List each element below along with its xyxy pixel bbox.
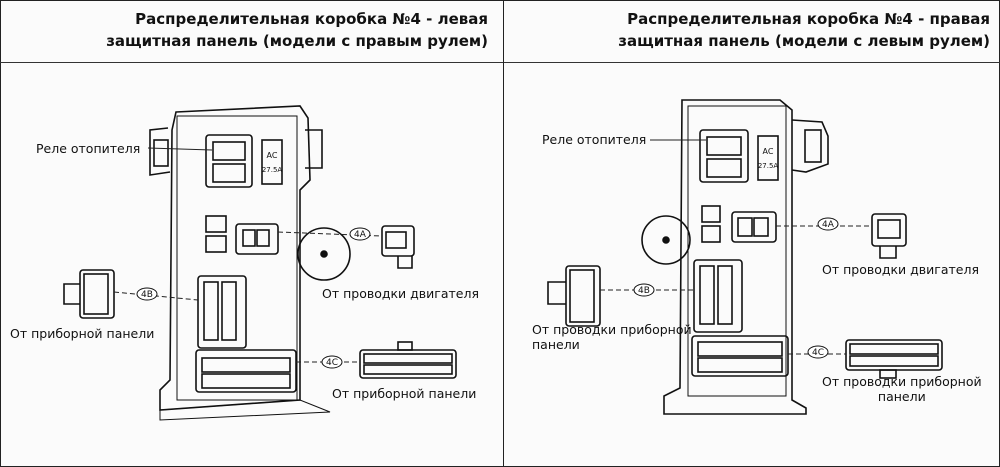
left-relay-label: Реле отопителя: [36, 141, 141, 156]
right-panel-title: Распределительная коробка №4 - правая за…: [618, 8, 990, 52]
right-title-rule: [504, 62, 1000, 63]
right-plug-4a: [871, 213, 907, 259]
left-plug-4b: [63, 269, 115, 319]
left-tag-4a: 4A: [349, 227, 371, 241]
left-title-rule: [0, 62, 503, 63]
svg-text:4C: 4C: [326, 358, 338, 368]
right-from-engine-label: От проводки двигателя: [822, 262, 979, 277]
right-ac-label2: 27.5A: [758, 162, 779, 170]
right-from-panel-b-label: От проводки приборной панели: [532, 322, 692, 352]
left-from-panel-c-label: От приборной панели: [332, 386, 477, 401]
right-title-line1: Распределительная коробка №4 - правая: [627, 10, 990, 28]
right-from-panel-c-label: От проводки приборной панели: [822, 374, 982, 404]
left-plug-4c: [359, 341, 457, 379]
right-ac-label: AC: [763, 147, 774, 156]
left-from-engine-label: От проводки двигателя: [322, 286, 479, 301]
left-ac-label2: 27.5A: [262, 166, 283, 174]
left-junction-box: [149, 105, 351, 421]
svg-text:4A: 4A: [354, 230, 367, 240]
left-from-panel-b-label: От приборной панели: [10, 326, 155, 341]
svg-text:4B: 4B: [638, 286, 650, 296]
svg-text:4C: 4C: [812, 348, 824, 358]
svg-text:4A: 4A: [822, 220, 835, 230]
left-tag-4c: 4C: [321, 355, 343, 369]
right-plug-4b: [547, 265, 601, 327]
panel-divider: [503, 0, 504, 467]
left-relay-leader: [147, 147, 213, 151]
right-junction-box: [641, 99, 829, 415]
left-tag-4b: 4B: [136, 287, 158, 301]
right-relay-label: Реле отопителя: [542, 132, 647, 147]
left-ac-label: AC: [267, 151, 278, 160]
right-tag-4c: 4C: [807, 345, 829, 359]
right-title-line2: защитная панель (модели с левым рулем): [618, 32, 990, 50]
left-plug-4a: [381, 225, 415, 269]
right-tag-4a: 4A: [817, 217, 839, 231]
left-title-line2: защитная панель (модели с правым рулем): [106, 32, 488, 50]
left-title-line1: Распределительная коробка №4 - левая: [135, 10, 488, 28]
left-4a-leader: [277, 231, 383, 237]
right-from-panel-c-line1: От проводки приборной: [822, 374, 982, 389]
left-panel-title: Распределительная коробка №4 - левая защ…: [106, 8, 488, 52]
right-from-panel-b-line2: панели: [532, 337, 580, 352]
svg-text:4B: 4B: [141, 290, 153, 300]
right-from-panel-b-line1: От проводки приборной: [532, 322, 692, 337]
right-tag-4b: 4B: [633, 283, 655, 297]
right-plug-4c: [845, 339, 943, 379]
right-from-panel-c-line2: панели: [877, 389, 926, 404]
